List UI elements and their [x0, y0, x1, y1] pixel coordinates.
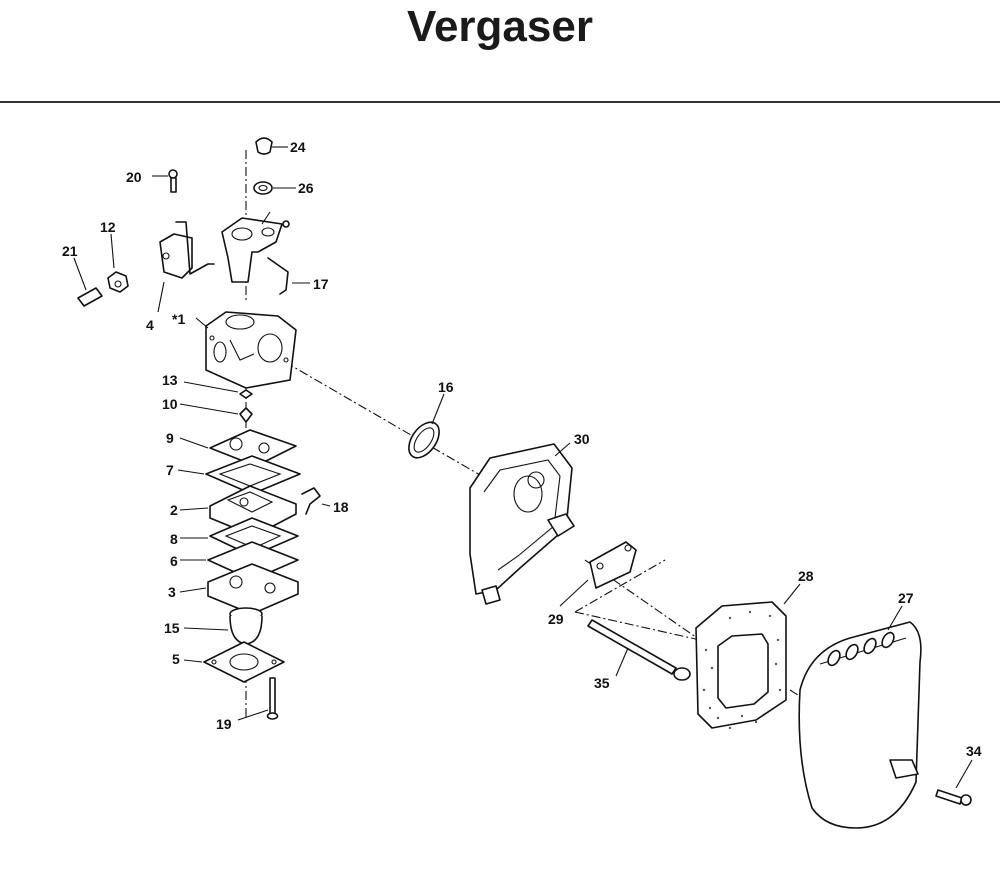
part-29-bracket [559, 541, 637, 607]
part-24-cap [255, 137, 288, 155]
part-label-17: 17 [313, 276, 329, 292]
title-divider [0, 101, 1000, 103]
part-26-washer [253, 181, 296, 195]
part-label-15: 15 [164, 620, 180, 636]
part-label-12: 12 [100, 219, 116, 235]
part-2-pump-body [179, 485, 297, 537]
part-label-5: 5 [172, 651, 180, 667]
part-18-clip [301, 487, 331, 515]
part-label-34: 34 [966, 743, 982, 759]
part-9-diaphragm [179, 429, 297, 467]
part-15-primer-bulb [183, 607, 263, 645]
axis-line-35 [574, 559, 666, 613]
part-label-6: 6 [170, 553, 178, 569]
part-label-21: 21 [62, 243, 78, 259]
part-7-gasket [177, 455, 301, 495]
part-label-3: 3 [168, 584, 176, 600]
part-5-retaining-plate [183, 641, 285, 683]
part-label-27: 27 [898, 590, 914, 606]
part-label-19: 19 [216, 716, 232, 732]
part-label-24: 24 [290, 139, 306, 155]
part-1-carburetor-body [195, 311, 297, 389]
part-label-35: 35 [594, 675, 610, 691]
page-title: Vergaser [407, 2, 593, 51]
part-28-gasket [695, 583, 801, 730]
axis-line-diagonal [284, 361, 481, 476]
part-13-needle [183, 381, 253, 399]
part-label-28: 28 [798, 568, 814, 584]
part-19-screw [237, 677, 279, 721]
part-label-10: 10 [162, 396, 178, 412]
part-3-cover [179, 563, 299, 615]
part-label-16: 16 [438, 379, 454, 395]
part-label-9: 9 [166, 430, 174, 446]
part-21-screw [73, 257, 103, 307]
part-label-30: 30 [574, 431, 590, 447]
part-label-7: 7 [166, 462, 174, 478]
part-34-screw [935, 759, 973, 806]
part-label-26: 26 [298, 180, 314, 196]
part-label-4: 4 [146, 317, 154, 333]
axis-line-35b [574, 611, 701, 641]
part-4-bracket [157, 221, 215, 313]
upper-valve-body [221, 211, 310, 295]
part-35-bolt [587, 619, 691, 681]
part-30-intake-housing [469, 442, 575, 605]
part-label-2: 2 [170, 502, 178, 518]
part-10-valve [179, 403, 253, 423]
part-20-pin [152, 169, 178, 193]
part-label-18: 18 [333, 499, 349, 515]
part-label-13: 13 [162, 372, 178, 388]
part-label-8: 8 [170, 531, 178, 547]
part-27-filter-cover [798, 605, 922, 829]
part-12-nut [107, 233, 129, 293]
part-label-29: 29 [548, 611, 564, 627]
part-label-20: 20 [126, 169, 142, 185]
part-label-1: *1 [172, 311, 185, 327]
part-16-o-ring [408, 393, 445, 459]
